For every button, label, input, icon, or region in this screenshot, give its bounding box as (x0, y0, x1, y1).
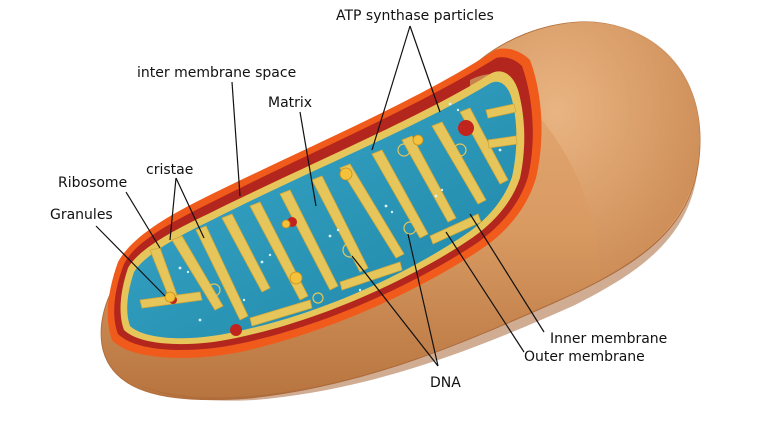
label-cristae: cristae (146, 162, 193, 178)
granule (230, 324, 242, 336)
cristae-folds (139, 103, 518, 327)
ribosome (339, 167, 353, 181)
ribosome (164, 291, 176, 303)
leader-outer-membrane (445, 231, 525, 353)
matrix-specks (178, 102, 502, 322)
granules-dots (169, 120, 474, 336)
ribosome (412, 134, 424, 146)
label-matrix: Matrix (268, 95, 312, 111)
label-ribosome: Ribosome (58, 175, 127, 191)
label-outer-membrane: Outer membrane (524, 349, 645, 365)
granule (458, 120, 474, 136)
label-dna: DNA (430, 375, 461, 391)
ribosome (281, 219, 291, 229)
leader-inner-membrane (469, 213, 545, 333)
label-inter-membrane-space: inter membrane space (137, 65, 296, 81)
leader-inter-membrane-space (231, 81, 241, 197)
leader-atp-1 (371, 25, 411, 151)
leader-lines (95, 25, 545, 367)
matrix-region (120, 71, 525, 345)
ribosome-dots (164, 134, 424, 303)
label-inner-membrane: Inner membrane (550, 331, 667, 347)
label-granules: Granules (50, 207, 113, 223)
leader-ribosome (125, 191, 161, 249)
leader-dna-1 (351, 255, 439, 367)
label-atp-synthase: ATP synthase particles (336, 8, 494, 24)
labels: ATP synthase particles inter membrane sp… (50, 8, 667, 391)
leader-dna-2 (407, 233, 439, 367)
leader-granules (95, 225, 166, 297)
leader-cristae-2 (175, 177, 205, 239)
leader-matrix (299, 111, 317, 207)
leader-atp-2 (409, 25, 441, 113)
leader-cristae-1 (169, 177, 177, 241)
ribosome (289, 271, 303, 285)
dna-loops (207, 143, 467, 304)
